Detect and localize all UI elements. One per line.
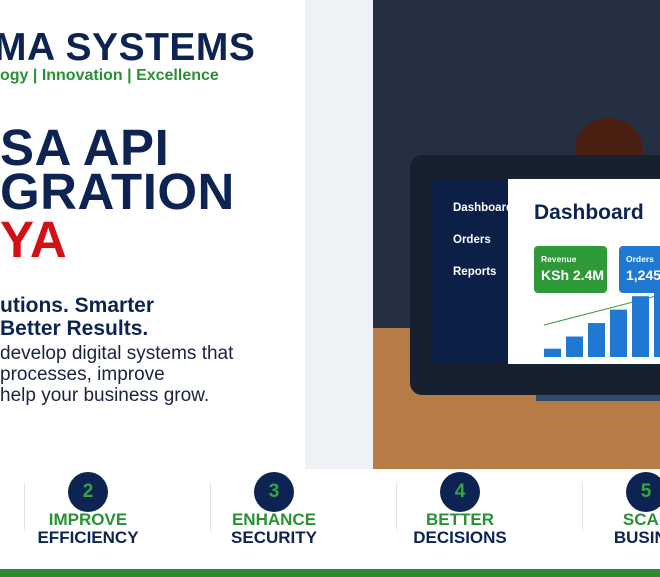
brand-tagline: ogy | Innovation | Excellence	[0, 67, 219, 84]
headline-line-3: YA	[0, 211, 68, 268]
description-line-3: help your business grow.	[0, 385, 210, 406]
screen-sidebar-item-dashboard: Dashboard	[453, 202, 514, 214]
benefit-title-line-1: BETTER	[426, 510, 494, 529]
benefit-title-line-2: EFFICIENCY	[37, 528, 139, 547]
subheadline-line-1: utions. Smarter	[0, 294, 155, 317]
chart-bar	[632, 296, 649, 357]
chart-bar	[610, 309, 627, 357]
monitor-screen: Dashboard Orders Reports Dashboard Reven…	[431, 179, 660, 364]
benefit-title-line-1: ENHANCE	[231, 510, 317, 529]
benefit-title-line-1: SCAL	[622, 510, 660, 529]
benefit-divider	[396, 483, 397, 531]
screen-sidebar-item-orders: Orders	[453, 234, 491, 246]
revenue-value: KSh 2.4M	[541, 267, 605, 283]
revenue-card: Revenue KSh 2.4M	[534, 246, 607, 293]
footer-accent-bar	[0, 569, 660, 577]
revenue-label: Revenue	[541, 254, 577, 264]
subheadline-line-2: Better Results.	[0, 317, 149, 340]
benefit-number-badge: 2	[68, 472, 108, 512]
benefit-enhance-security: 3 ENHANCE SECURITY	[204, 469, 344, 547]
benefit-better-decisions: 4 BETTER DECISIONS	[390, 469, 530, 547]
monitor: Dashboard Orders Reports Dashboard Reven…	[410, 155, 660, 395]
chart-bar	[654, 293, 660, 357]
benefits-strip: 2 IMPROVE EFFICIENCY 3 ENHANCE SECURITY …	[0, 469, 660, 569]
hero-photo: Dashboard Orders Reports Dashboard Reven…	[373, 0, 660, 469]
benefit-number-badge: 4	[440, 472, 480, 512]
description-line-1: develop digital systems that	[0, 343, 234, 364]
screen-bar-chart	[543, 293, 660, 357]
benefit-title-line-2: SECURITY	[231, 528, 317, 547]
benefit-number-badge: 3	[254, 472, 294, 512]
benefit-title-line-2: DECISIONS	[413, 528, 507, 547]
benefit-number-badge: 5	[626, 472, 660, 512]
orders-label: Orders	[626, 254, 654, 264]
headline-line-1: SA API	[0, 119, 170, 176]
screen-dashboard-title: Dashboard	[534, 201, 644, 224]
description-line-2: processes, improve	[0, 364, 165, 385]
brand-name: MA SYSTEMS	[0, 26, 256, 69]
benefit-title-line-2: BUSINE	[613, 528, 660, 547]
chart-bar	[588, 323, 605, 357]
benefit-title-line-1: IMPROVE	[48, 510, 128, 529]
screen-sidebar-item-reports: Reports	[453, 266, 497, 278]
benefit-divider	[582, 483, 583, 531]
benefit-improve-efficiency: 2 IMPROVE EFFICIENCY	[18, 469, 158, 547]
benefit-scale-business: 5 SCAL BUSINE	[576, 469, 660, 547]
benefit-divider	[210, 483, 211, 531]
orders-card: Orders 1,245	[619, 246, 660, 293]
background-panel	[305, 0, 373, 469]
chart-bar	[544, 348, 561, 357]
chart-bar	[566, 336, 583, 357]
orders-value: 1,245	[626, 267, 660, 283]
benefit-divider	[24, 483, 25, 531]
headline-line-2: GRATION	[0, 163, 235, 220]
screen-dashboard-panel: Dashboard Revenue KSh 2.4M Orders 1,245	[508, 179, 660, 364]
monitor-stand	[536, 393, 660, 401]
